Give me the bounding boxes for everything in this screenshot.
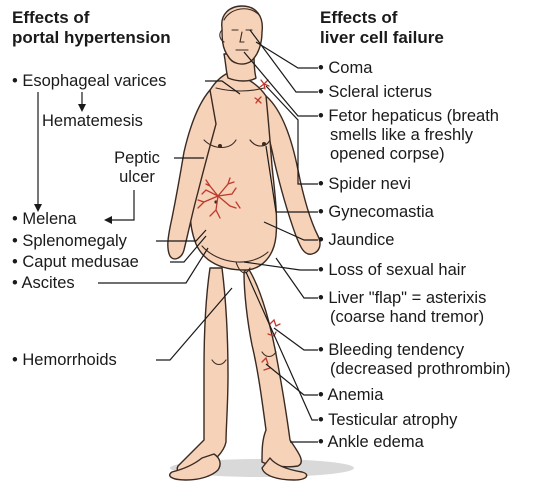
right-heading-line-1: Effects of [320, 8, 444, 28]
leader-liver-flap [276, 258, 318, 298]
label-melena: • Melena [12, 210, 76, 229]
arrow-head-melena-left [104, 216, 112, 224]
label-loss-of-sexual-hair: • Loss of sexual hair [318, 261, 466, 280]
label-bleeding-tendency-line-2: (decreased prothrombin) [318, 360, 511, 379]
label-testicular-atrophy: • Testicular atrophy [318, 411, 457, 430]
label-ascites: • Ascites [12, 274, 75, 293]
label-anemia: • Anemia [318, 386, 383, 405]
label-coma: • Coma [318, 59, 372, 78]
label-ankle-edema: • Ankle edema [318, 433, 424, 452]
label-hemorrhoids: • Hemorrhoids [12, 351, 117, 370]
label-fetor-hepaticus-line-3: opened corpse) [318, 145, 499, 164]
label-peptic-ulcer: Peptic ulcer [104, 149, 170, 187]
label-peptic-ulcer-line-2: ulcer [104, 168, 170, 187]
label-gynecomastia: • Gynecomastia [318, 203, 434, 222]
nipple-right [262, 142, 266, 146]
label-esophageal-varices: • Esophageal varices [12, 72, 166, 91]
label-scleral-icterus: • Scleral icterus [318, 83, 432, 102]
label-liver-flap-line-2: (coarse hand tremor) [318, 308, 486, 327]
label-hematemesis: Hematemesis [42, 112, 143, 131]
label-caput-medusae: • Caput medusae [12, 253, 139, 272]
label-splenomegaly: • Splenomegaly [12, 232, 127, 251]
right-heading: Effects of liver cell failure [320, 8, 444, 48]
label-liver-flap-line-1: • Liver "flap" = asterixis [318, 289, 486, 308]
arrow-head-hematemesis [78, 104, 86, 112]
label-bleeding-tendency-line-1: • Bleeding tendency [318, 341, 511, 360]
label-peptic-ulcer-line-1: Peptic [104, 149, 170, 168]
label-spider-nevi: • Spider nevi [318, 175, 411, 194]
label-fetor-hepaticus: • Fetor hepaticus (breath smells like a … [318, 107, 499, 164]
left-heading: Effects of portal hypertension [12, 8, 171, 48]
left-heading-line-1: Effects of [12, 8, 171, 28]
left-heading-line-2: portal hypertension [12, 28, 171, 48]
label-fetor-hepaticus-line-2: smells like a freshly [318, 126, 499, 145]
nipple-left [218, 144, 222, 148]
leader-coma [256, 42, 318, 68]
label-fetor-hepaticus-line-1: • Fetor hepaticus (breath [318, 107, 499, 126]
leader-bleeding-tendency [274, 328, 318, 350]
body-figure [168, 6, 320, 480]
label-liver-flap: • Liver "flap" = asterixis (coarse hand … [318, 289, 486, 327]
left-leg [177, 268, 228, 473]
label-jaundice: • Jaundice [318, 231, 394, 250]
right-leg [244, 268, 301, 467]
label-bleeding-tendency: • Bleeding tendency (decreased prothromb… [318, 341, 511, 379]
leader-ulcer-to-melena [110, 190, 134, 220]
right-heading-line-2: liver cell failure [320, 28, 444, 48]
